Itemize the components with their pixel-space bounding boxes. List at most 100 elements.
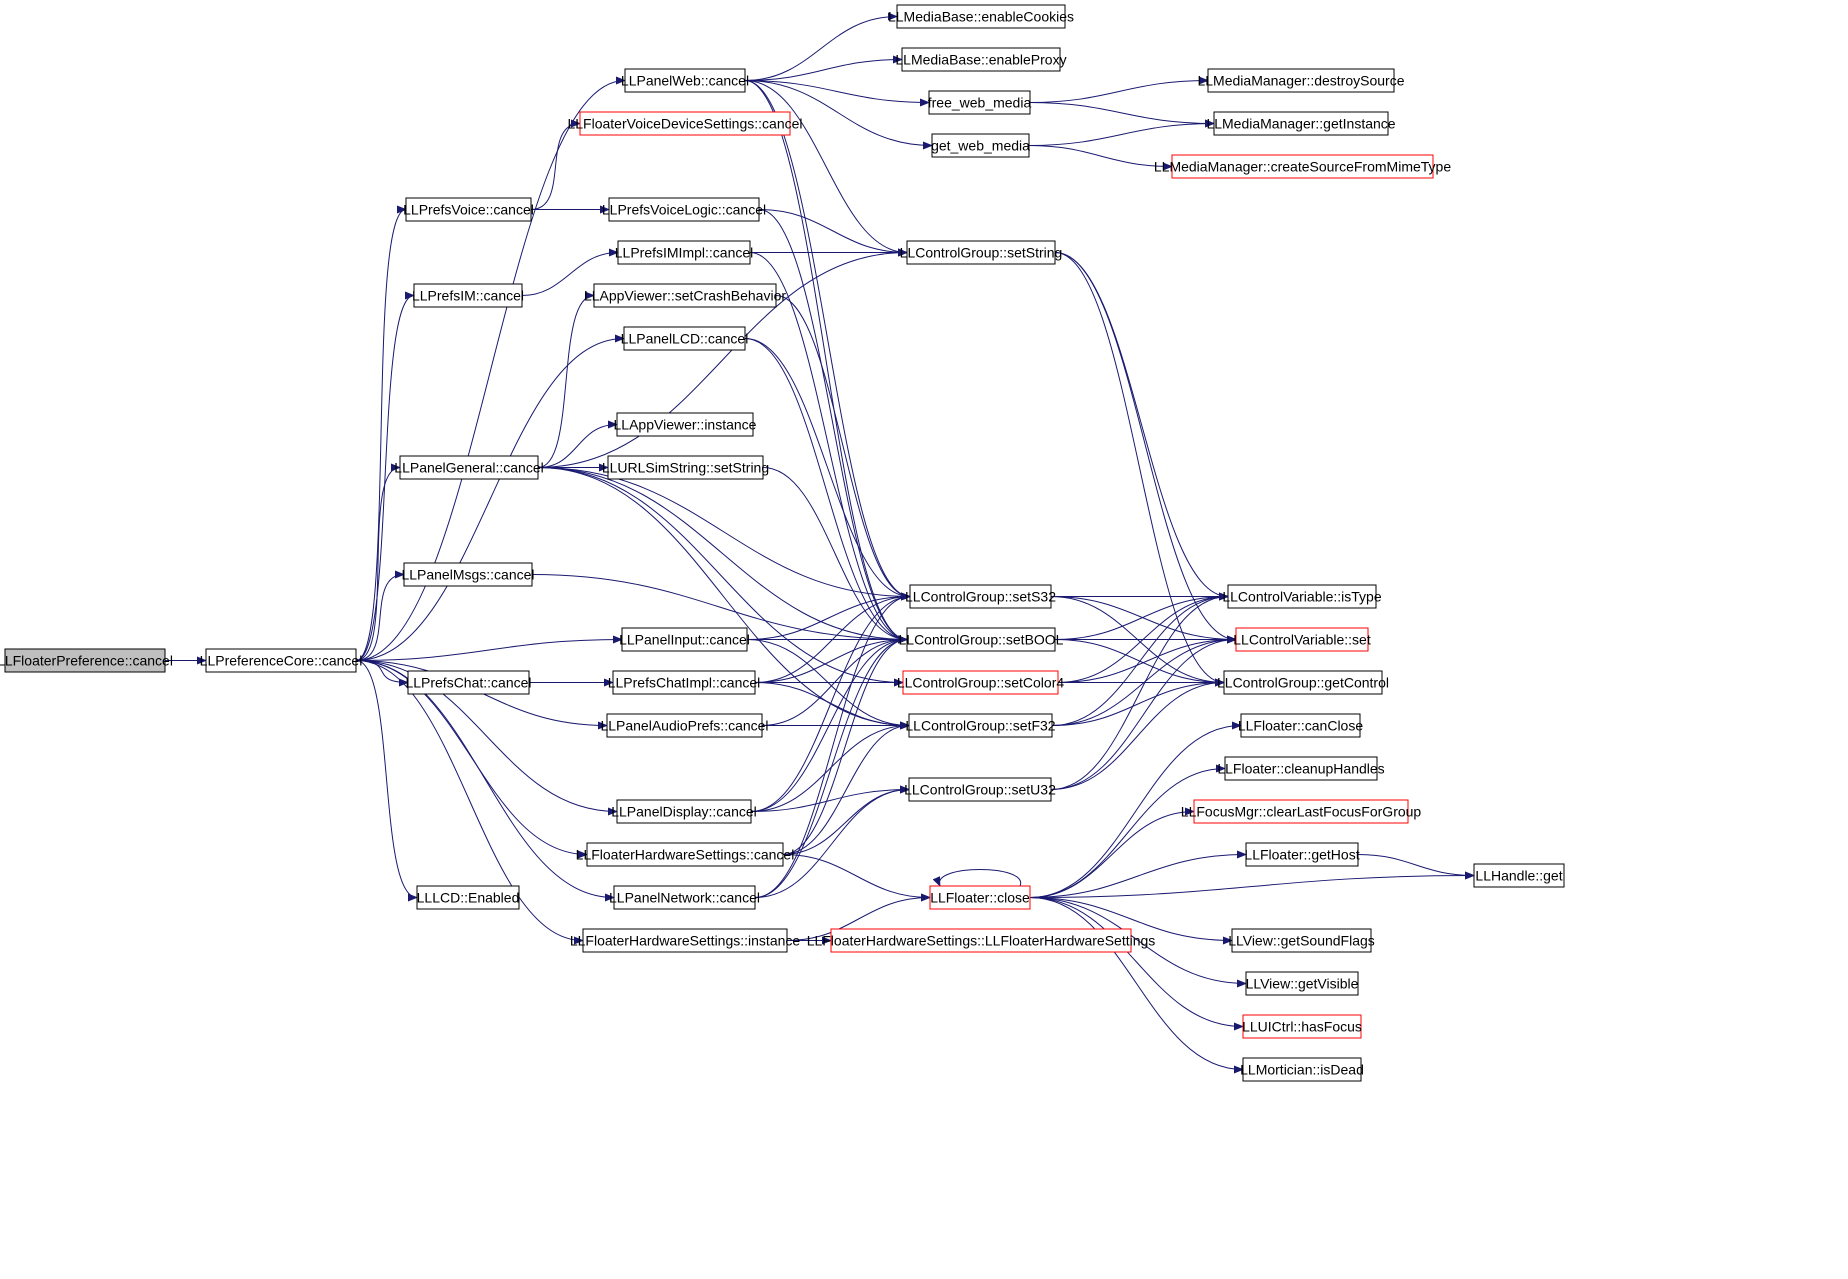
call-edge-setcrash-to-sets32 [775, 295, 911, 601]
node-destroysrc[interactable]: LLMediaManager::destroySource [1197, 68, 1405, 93]
node-sets32[interactable]: LLControlGroup::setS32 [905, 584, 1056, 609]
node-root[interactable]: LLFloaterPreference::cancel [0, 648, 173, 673]
node-label: LLMediaManager::destroySource [1197, 73, 1404, 89]
call-edge-core-to-panelnetwork [355, 660, 615, 902]
node-mmgetinst[interactable]: LLMediaManager::getInstance [1206, 111, 1396, 136]
node-box [608, 197, 760, 222]
node-label: LLPanelNetwork::cancel [609, 890, 760, 906]
node-label: LLFloater::canClose [1238, 718, 1364, 734]
node-prefschatimpl[interactable]: LLPrefsChatImpl::cancel [608, 670, 761, 695]
node-box [1227, 584, 1377, 609]
call-edge-setstring-to-getcontrol [1054, 252, 1225, 687]
node-prefsim[interactable]: LLPrefsIM::cancel [412, 283, 524, 308]
node-freeweb[interactable]: free_web_media [928, 90, 1032, 115]
node-panelinput[interactable]: LLPanelInput::cancel [619, 627, 750, 652]
call-edge-paneldisplay-to-sets32 [750, 592, 911, 812]
node-box [623, 326, 746, 351]
node-panelnetwork[interactable]: LLPanelNetwork::cancel [609, 885, 760, 910]
node-panelmsgs[interactable]: LLPanelMsgs::cancel [401, 562, 535, 587]
node-setbool[interactable]: LLControlGroup::setBOOL [899, 627, 1064, 652]
call-edge-fhwinstance-to-fclose [786, 893, 931, 941]
node-label: LLPanelDisplay::cancel [611, 804, 757, 820]
node-paneldisplay[interactable]: LLPanelDisplay::cancel [611, 799, 757, 824]
node-box [1245, 971, 1359, 996]
node-audioprefs[interactable]: LLPanelAudioPrefs::cancel [600, 713, 769, 738]
call-edge-urlsim-to-setbool [762, 467, 908, 644]
call-edge-freeweb-to-destroysrc [1029, 76, 1209, 103]
node-setu32[interactable]: LLControlGroup::setU32 [904, 777, 1056, 802]
node-box [896, 4, 1066, 29]
call-edge-fclose-to-cleanup [1029, 764, 1226, 898]
node-setcrash[interactable]: LLAppViewer::setCrashBehavior [584, 283, 786, 308]
node-box [1171, 154, 1434, 179]
call-edge-prefsvoice-to-fvoicedev [530, 119, 581, 210]
node-label: LLFloater::close [930, 890, 1030, 906]
call-edge-getweb-to-createsrc [1028, 145, 1173, 171]
call-edge-panelgeneral-to-setstring [537, 248, 908, 468]
node-label: LLControlGroup::setU32 [904, 782, 1056, 798]
node-box [909, 584, 1052, 609]
node-getweb[interactable]: get_web_media [931, 133, 1030, 158]
node-prefsvoice[interactable]: LLPrefsVoice::cancel [403, 197, 534, 222]
node-setcolor4[interactable]: LLControlGroup::setColor4 [897, 670, 1065, 695]
node-enablecookies[interactable]: LLMediaBase::enableCookies [888, 4, 1074, 29]
node-fhwctor[interactable]: LLFloaterHardwareSettings::LLFloaterHard… [807, 928, 1156, 953]
node-hasfocus[interactable]: LLUICtrl::hasFocus [1242, 1014, 1362, 1039]
node-box [616, 412, 754, 437]
node-label: LLControlVariable::isType [1222, 589, 1381, 605]
node-core[interactable]: LLPreferenceCore::cancel [200, 648, 363, 673]
call-edge-core-to-lcdenabled [355, 660, 418, 902]
node-prefsimimpl[interactable]: LLPrefsIMImpl::cancel [615, 240, 754, 265]
node-enableproxy[interactable]: LLMediaBase::enableProxy [895, 47, 1067, 72]
node-setstring[interactable]: LLControlGroup::setString [900, 240, 1063, 265]
call-edge-core-to-prefsim [355, 291, 415, 661]
node-label: LLControlGroup::setS32 [905, 589, 1056, 605]
node-label: LLFloaterVoiceDeviceSettings::cancel [567, 116, 802, 132]
node-clearfocus[interactable]: LLFocusMgr::clearLastFocusForGroup [1181, 799, 1422, 824]
call-edge-core-to-panelmsgs [355, 570, 405, 661]
node-fhwinstance[interactable]: LLFloaterHardwareSettings::instance [570, 928, 801, 953]
node-handleget[interactable]: LLHandle::get [1473, 863, 1565, 888]
call-edge-setstring-to-cvset [1054, 252, 1237, 644]
node-fclose[interactable]: LLFloater::close [929, 885, 1031, 910]
node-isdead[interactable]: LLMortician::isDead [1240, 1057, 1364, 1082]
node-soundflags[interactable]: LLView::getSoundFlags [1228, 928, 1375, 953]
node-prefschat[interactable]: LLPrefsChat::cancel [405, 670, 532, 695]
node-appinst[interactable]: LLAppViewer::instance [614, 412, 757, 437]
call-edge-panelgeneral-to-sets32 [537, 467, 911, 601]
node-label: LLMediaBase::enableProxy [895, 52, 1066, 68]
node-box [616, 799, 752, 824]
node-canclose[interactable]: LLFloater::canClose [1238, 713, 1364, 738]
call-edge-setu32-to-getcontrol [1050, 678, 1225, 790]
node-cvset[interactable]: LLControlVariable::set [1233, 627, 1371, 652]
node-box [929, 885, 1031, 910]
node-createsrc[interactable]: LLMediaManager::createSourceFromMimeType [1154, 154, 1451, 179]
call-edge-fclose-to-soundflags [1029, 897, 1233, 945]
node-cleanup[interactable]: LLFloater::cleanupHandles [1217, 756, 1385, 781]
node-fvoicedev[interactable]: LLFloaterVoiceDeviceSettings::cancel [567, 111, 803, 136]
call-edge-core-to-panellcd [355, 334, 625, 661]
call-edge-panelgeneral-to-appinst [537, 420, 618, 468]
node-box [617, 240, 751, 265]
node-box [830, 928, 1132, 953]
node-gethost[interactable]: LLFloater::getHost [1244, 842, 1360, 867]
call-edge-panelweb-to-setbool [744, 80, 908, 644]
node-getvisible[interactable]: LLView::getVisible [1245, 971, 1359, 996]
node-setf32[interactable]: LLControlGroup::setF32 [905, 713, 1056, 738]
call-edge-panelweb-to-enablecookies [744, 12, 898, 81]
node-panelweb[interactable]: LLPanelWeb::cancel [621, 68, 749, 93]
node-urlsim[interactable]: LLURLSimString::setString [602, 455, 769, 480]
call-edge-panelgeneral-to-setbool [537, 467, 908, 644]
node-label: LLFloaterHardwareSettings::LLFloaterHard… [807, 933, 1156, 949]
node-getcontrol[interactable]: LLControlGroup::getControl [1217, 670, 1389, 695]
call-edge-fclose-to-canclose [1029, 721, 1242, 898]
node-fhwcancel[interactable]: LLFloaterHardwareSettings::cancel [576, 842, 795, 867]
call-edge-core-to-panelinput [355, 635, 623, 661]
node-panelgeneral[interactable]: LLPanelGeneral::cancel [394, 455, 544, 480]
node-panellcd[interactable]: LLPanelLCD::cancel [621, 326, 749, 351]
node-prefsvoicelogic[interactable]: LLPrefsVoiceLogic::cancel [602, 197, 766, 222]
node-istype[interactable]: LLControlVariable::isType [1222, 584, 1382, 609]
node-label: LLPanelMsgs::cancel [401, 567, 534, 583]
node-lcdenabled[interactable]: LLLCD::Enabled [416, 885, 520, 910]
call-edge-panelweb-to-getweb [744, 80, 933, 150]
